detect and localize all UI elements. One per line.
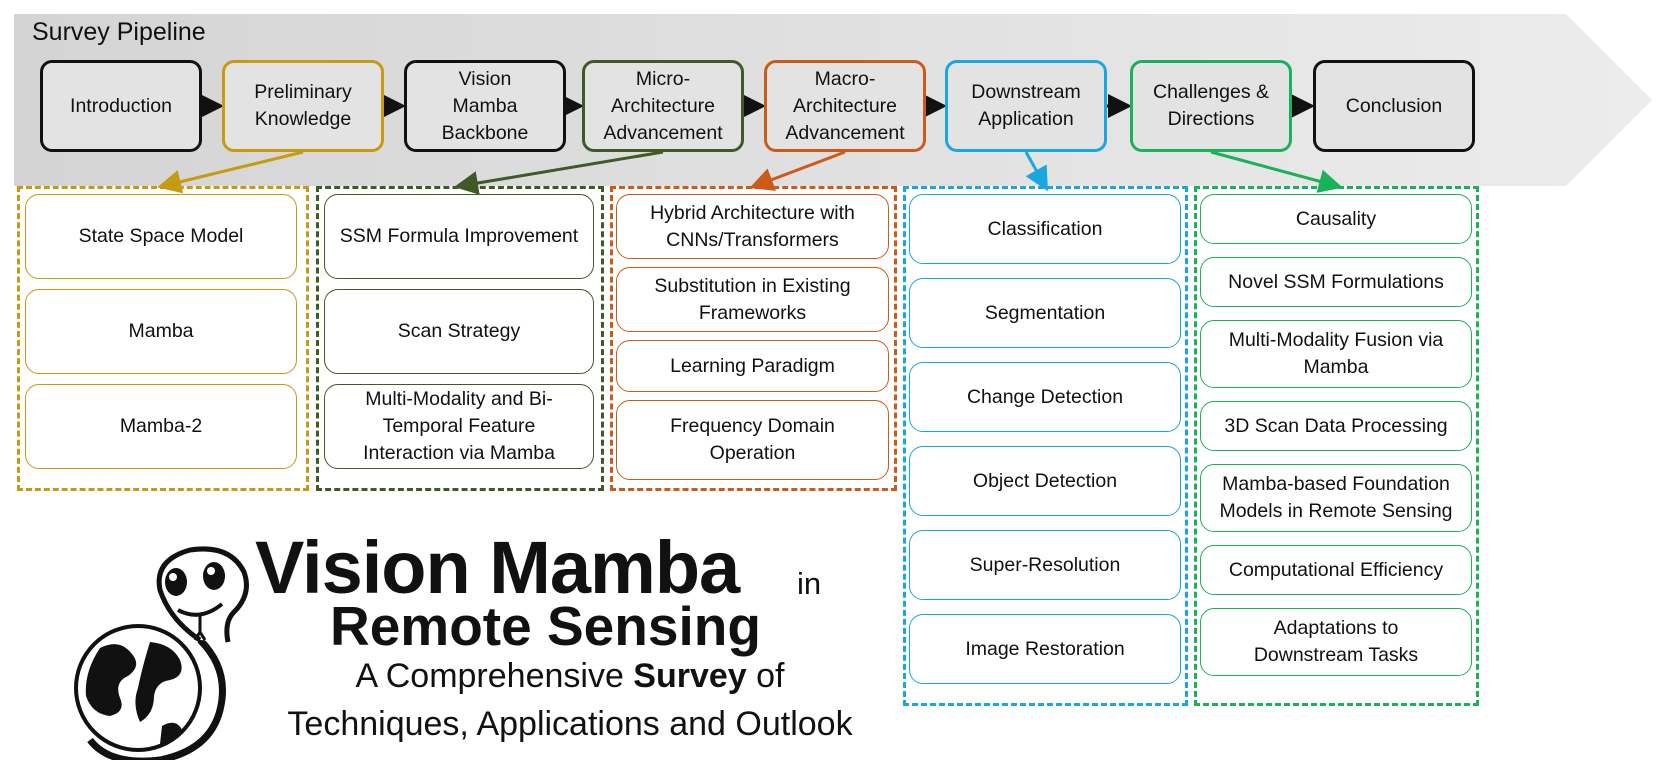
group-5-item-4: 3D Scan Data Processing (1200, 401, 1472, 451)
group-5-item-1: Causality (1200, 194, 1472, 244)
group-4-item-3: Change Detection (909, 362, 1181, 432)
title-line3-post: of (746, 657, 785, 695)
banner-title: Survey Pipeline (32, 18, 206, 46)
group-4-item-2: Segmentation (909, 278, 1181, 348)
link-arrow-5 (1210, 150, 1343, 193)
title-line-3: A Comprehensive Survey of (250, 654, 890, 698)
group-4-item-5: Super-Resolution (909, 530, 1181, 600)
stage-3: Vision Mamba Backbone (404, 60, 566, 152)
detail-group-4 (903, 186, 1188, 706)
group-5-item-2: Novel SSM Formulations (1200, 257, 1472, 307)
group-3-item-1: Hybrid Architecture with CNNs/Transforme… (616, 194, 889, 259)
group-3-item-4: Frequency Domain Operation (616, 400, 889, 480)
stage-2: Preliminary Knowledge (222, 60, 384, 152)
link-arrow-3 (749, 150, 846, 191)
group-4-item-1: Classification (909, 194, 1181, 264)
group-1-item-1: State Space Model (25, 194, 297, 279)
stage-4: Micro- Architecture Advancement (582, 60, 744, 152)
stage-1: Introduction (40, 60, 202, 152)
group-2-item-2: Scan Strategy (324, 289, 594, 374)
title-line-4: Techniques, Applications and Outlook (287, 705, 853, 743)
stage-6: Downstream Application (945, 60, 1107, 152)
link-arrow-2 (454, 150, 664, 195)
group-5-item-7: Adaptations to Downstream Tasks (1200, 608, 1472, 676)
group-4-item-6: Image Restoration (909, 614, 1181, 684)
group-3-item-2: Substitution in Existing Frameworks (616, 267, 889, 332)
link-arrow-1 (157, 150, 304, 194)
group-5-item-6: Computational Efficiency (1200, 545, 1472, 595)
mamba-globe-logo-icon (74, 546, 249, 760)
title-sub: Remote Sensing (330, 595, 761, 657)
link-arrow-4 (1024, 151, 1048, 192)
detail-group-3 (610, 186, 897, 491)
title-in: in (797, 566, 822, 601)
detail-group-1 (17, 186, 309, 491)
group-2-item-3: Multi-Modality and Bi- Temporal Feature … (324, 384, 594, 469)
group-2-item-1: SSM Formula Improvement (324, 194, 594, 279)
title-line3-bold: Survey (633, 657, 747, 695)
detail-group-2 (316, 186, 604, 491)
group-1-item-3: Mamba-2 (25, 384, 297, 469)
stage-5: Macro- Architecture Advancement (764, 60, 926, 152)
title-line3-pre: A Comprehensive (355, 657, 634, 695)
stage-7: Challenges & Directions (1130, 60, 1292, 152)
group-4-item-4: Object Detection (909, 446, 1181, 516)
link-arrows (157, 150, 1343, 195)
group-3-item-3: Learning Paradigm (616, 340, 889, 392)
stage-8: Conclusion (1313, 60, 1475, 152)
title-main: Vision Mamba (255, 526, 740, 609)
group-5-item-5: Mamba-based Foundation Models in Remote … (1200, 464, 1472, 532)
group-1-item-2: Mamba (25, 289, 297, 374)
detail-group-5 (1194, 186, 1479, 706)
group-5-item-3: Multi-Modality Fusion via Mamba (1200, 320, 1472, 388)
